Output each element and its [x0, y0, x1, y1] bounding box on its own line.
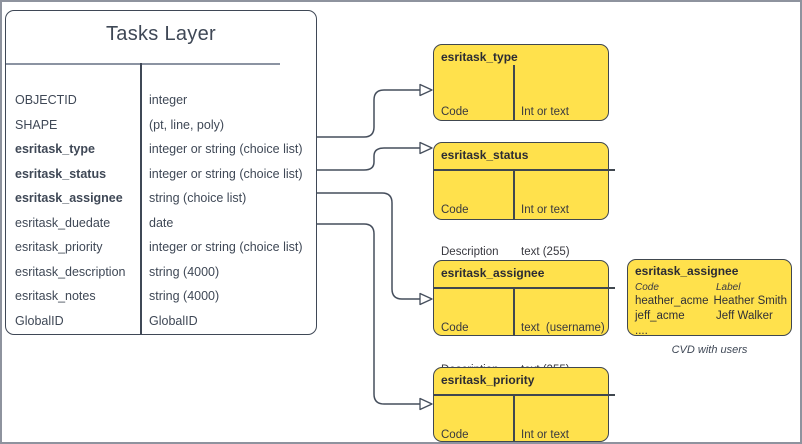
domain-field-types: Int or text text (255) [513, 175, 605, 287]
tasks-layer-table: Tasks Layer OBJECTID integer SHAPE (pt, li… [5, 10, 317, 335]
field-type: string (4000) [149, 289, 220, 304]
domain-column-divider [513, 287, 515, 335]
arrowhead-icon [419, 141, 433, 155]
field-type: date [149, 215, 174, 230]
domain-field-names: Code Description [441, 400, 513, 442]
field-name: esritask_assignee [15, 191, 123, 206]
field-name: esritask_duedate [15, 215, 111, 230]
connector-assignee [316, 192, 421, 300]
table-row: esritask_duedate date [6, 211, 316, 236]
cvd-row-more: .... [635, 324, 787, 339]
field-name: esritask_description [15, 264, 126, 279]
cvd-code: jeff_acme [635, 310, 685, 322]
column-divider-line [140, 63, 142, 334]
domain-field: Code [441, 322, 469, 334]
domain-title-underline [432, 287, 615, 289]
cvd-rows: heather_acme Heather Smith jeff_acme Jef… [635, 294, 787, 339]
cvd-header-label: Label [716, 282, 741, 293]
field-type: GlobalID [149, 313, 198, 328]
field-type: integer or string (choice list) [149, 240, 303, 255]
domain-field: Description [441, 246, 499, 258]
domain-field: Code [441, 429, 469, 441]
domain-box-esritask-status: esritask_status Code Description Int or … [432, 142, 615, 258]
field-name: esritask_type [15, 142, 95, 157]
field-name: esritask_notes [15, 289, 96, 304]
field-name: esritask_status [15, 166, 107, 181]
domain-field: Code [441, 204, 469, 216]
cvd-label: Heather Smith [713, 295, 787, 307]
domain-box-esritask-type: esritask_type Code Description Int or te… [433, 44, 609, 160]
cvd-row: heather_acme Heather Smith [635, 294, 787, 309]
field-name: OBJECTID [15, 93, 77, 108]
domain-column-divider [513, 65, 515, 120]
domain-field-type: text (255) [521, 246, 570, 258]
field-name: esritask_priority [15, 240, 103, 255]
domain-field-type: Int or text [521, 106, 569, 118]
title-divider-line [6, 63, 280, 65]
domain-field-type: text (username) [521, 322, 605, 334]
field-type: (pt, line, poly) [149, 117, 225, 132]
cvd-header-code: Code [635, 282, 659, 293]
cvd-row: jeff_acme Jeff Walker [635, 309, 787, 324]
table-row: esritask_priority integer or string (choi… [6, 235, 316, 260]
domain-field-type: Int or text [521, 429, 569, 441]
cvd-code: heather_acme [635, 295, 709, 307]
domain-box-title: esritask_priority [441, 373, 535, 387]
arrowhead-icon [419, 292, 433, 306]
connector-status [316, 147, 421, 171]
domain-field-type: Int or text [521, 204, 569, 216]
cvd-box-title: esritask_assignee [635, 264, 739, 278]
tasks-layer-title: Tasks Layer [105, 23, 216, 45]
domain-box-esritask-priority: esritask_priority Code Description Int o… [432, 367, 615, 442]
field-rows: OBJECTID integer SHAPE (pt, line, poly) es… [6, 88, 316, 333]
cvd-caption: CVD with users [671, 344, 748, 356]
field-type: integer or string (choice list) [149, 166, 303, 181]
cvd-more-dots: .... [635, 325, 648, 337]
domain-column-divider [513, 394, 515, 441]
connector-priority [316, 223, 421, 405]
table-row: esritask_type integer or string (choice l… [6, 137, 316, 162]
domain-field: Code [441, 106, 469, 118]
field-name: GlobalID [15, 313, 64, 328]
table-row: esritask_description string (4000) [6, 260, 316, 285]
domain-column-divider [513, 169, 515, 219]
field-type: string (4000) [149, 264, 220, 279]
domain-title-underline [432, 169, 615, 171]
domain-box-esritask-assignee: esritask_assignee Code Description text … [432, 260, 615, 376]
domain-field-types: Int or text text (255) [513, 400, 605, 442]
connector-type [316, 89, 421, 138]
table-row: esritask_notes string (4000) [6, 284, 316, 309]
field-name: SHAPE [15, 117, 58, 132]
domain-box-body: Code Description Int or text text (255) [441, 400, 605, 442]
cvd-column-headers: Code Label [635, 282, 787, 293]
cvd-label: Jeff Walker [716, 310, 773, 322]
table-row: GlobalID GlobalID [6, 309, 316, 334]
arrowhead-icon [419, 397, 433, 411]
table-row: OBJECTID integer [6, 88, 316, 113]
domain-title-underline [432, 394, 615, 396]
table-row: esritask_status integer or string (choice… [6, 162, 316, 187]
domain-box-body: Code Description Int or text text (255) [441, 175, 605, 287]
domain-box-title: esritask_assignee [441, 266, 545, 280]
field-type: string (choice list) [149, 191, 247, 206]
arrowhead-icon [419, 83, 433, 97]
domain-box-title: esritask_status [441, 148, 529, 162]
field-type: integer [149, 93, 188, 108]
table-row: SHAPE (pt, line, poly) [6, 113, 316, 138]
cvd-box-esritask-assignee: esritask_assignee Code Label heather_acm… [627, 259, 792, 339]
domain-box-title: esritask_type [441, 50, 518, 64]
table-row: esritask_assignee string (choice list) [6, 186, 316, 211]
domain-field-names: Code Description [441, 175, 513, 287]
field-type: integer or string (choice list) [149, 142, 303, 157]
